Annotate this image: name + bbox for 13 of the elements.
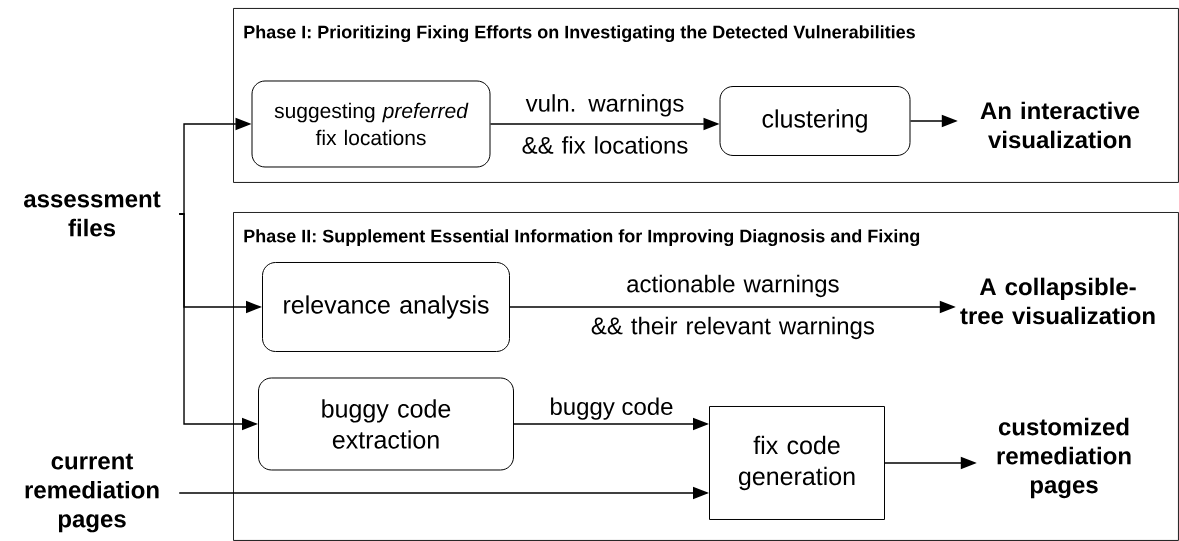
io-text: assessment files bbox=[24, 191, 161, 237]
io-text: An interactive visualization bbox=[980, 101, 1140, 149]
process-box: suggesting preferred fix locations bbox=[251, 80, 491, 168]
process-box: relevance analysis bbox=[262, 262, 510, 352]
process-box: clustering bbox=[719, 86, 911, 156]
edge-label: actionable warnings && their relevant warnings bbox=[591, 274, 875, 340]
edge-label: vuln. warnings && fix locations bbox=[522, 94, 688, 154]
edge-label: buggy code bbox=[551, 397, 673, 420]
process-box: fix code generation bbox=[709, 406, 885, 520]
io-text: customized remediation pages bbox=[997, 417, 1131, 499]
process-box: buggy code extraction bbox=[258, 377, 514, 471]
io-text: A collapsible-tree visualization bbox=[960, 277, 1155, 325]
io-text: current remediation pages bbox=[25, 453, 159, 533]
